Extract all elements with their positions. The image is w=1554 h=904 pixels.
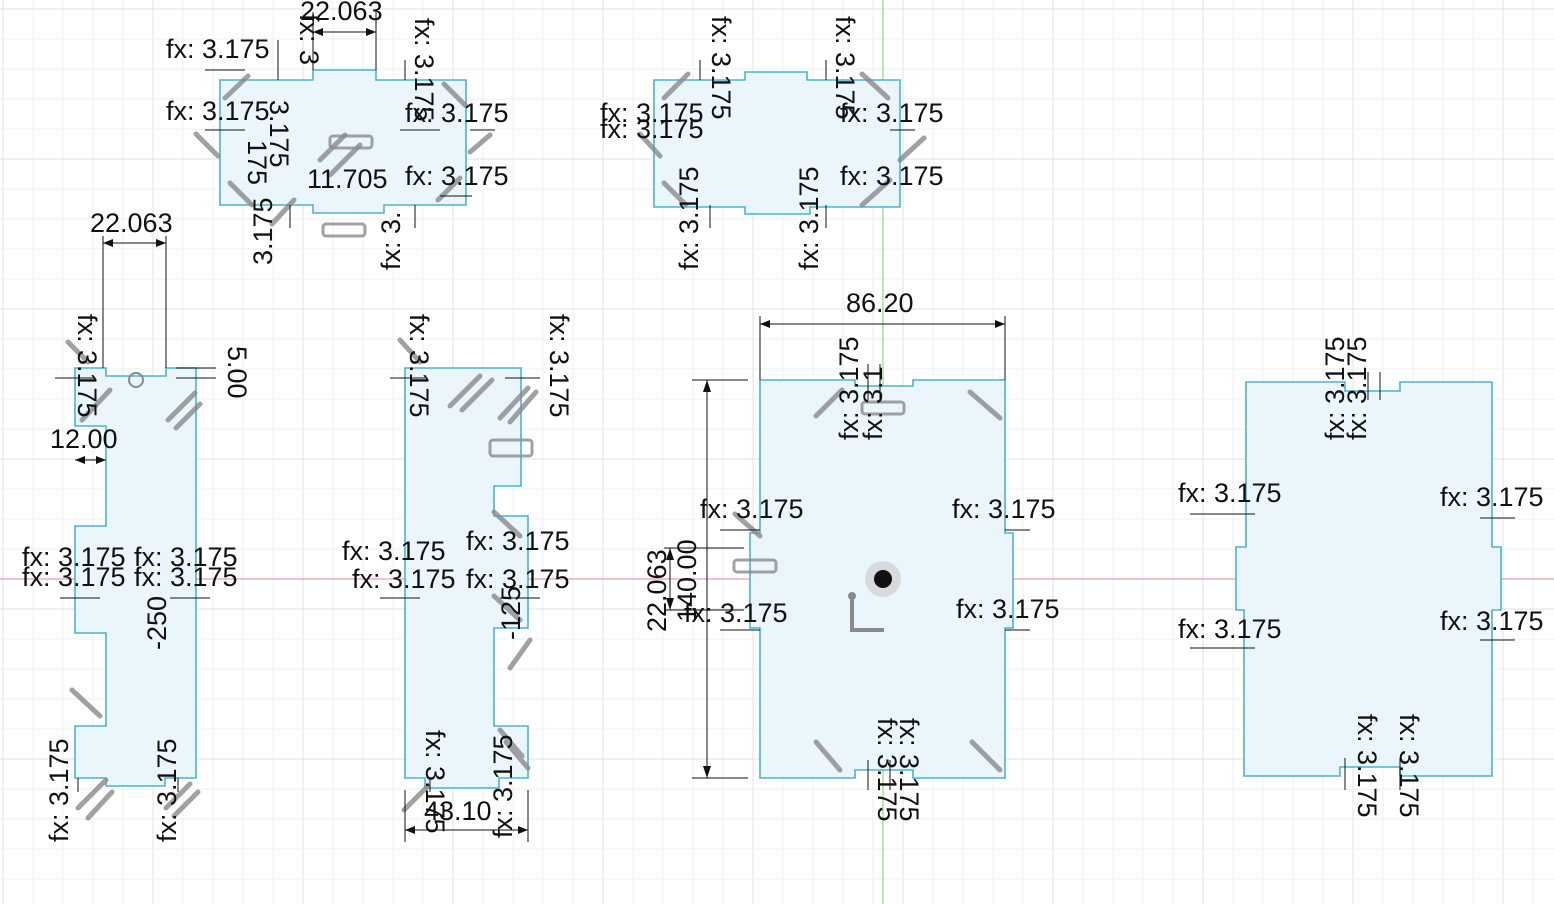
origin-point-icon[interactable] — [865, 561, 901, 597]
dim-fx-vertical[interactable]: fx: 3.175 — [674, 166, 704, 270]
dim-top-left-width[interactable]: 22.063 — [300, 0, 383, 26]
dim-fx-label[interactable]: fx: 3.175 — [956, 594, 1060, 624]
dim-fx-label[interactable]: fx: 3.175 — [1440, 482, 1544, 512]
dim-fx-vertical[interactable]: fx: 3.175 — [894, 718, 924, 822]
dim-fx-vertical[interactable]: fx: 3.175 — [72, 314, 102, 418]
dim-fx-vertical[interactable]: fx: 3. — [376, 211, 406, 270]
dim-fx-label[interactable]: fx: 3.175 — [600, 98, 704, 128]
dim-fx-label[interactable]: fx: 3.175 — [1178, 614, 1282, 644]
dim-fx-label[interactable]: fx: 3.175 — [134, 542, 238, 572]
dim-fragment[interactable]: 175 — [242, 140, 272, 185]
dim-fx-vertical[interactable]: fx: 3.175 — [420, 730, 450, 834]
dim-fx-vertical[interactable]: fx: 3.175 — [1394, 714, 1424, 818]
sketch-axis-icon — [850, 596, 884, 632]
dim-fx-label[interactable]: fx: 3.175 — [952, 494, 1056, 524]
dim-fx-label[interactable]: fx: 3.175 — [1440, 606, 1544, 636]
dim-fx-vertical[interactable]: fx: 3.1 — [858, 366, 888, 440]
dim-fx-vertical[interactable]: fx: 3.175 — [872, 718, 902, 822]
dimension-arrows — [75, 28, 1005, 834]
dim-center-width[interactable]: 86.20 — [846, 288, 914, 318]
dim-fx-label[interactable]: fx: 3.175 — [352, 564, 456, 594]
dim-fx-label[interactable]: fx: 3.175 — [134, 562, 238, 592]
dim-fx-label[interactable]: fx: 3.175 — [840, 161, 944, 191]
dim-fx-vertical[interactable]: fx: 3.175 — [834, 336, 864, 440]
dim-fx-label[interactable]: fx: 3.175 — [166, 96, 270, 126]
dim-fx-label[interactable]: fx: 3.175 — [22, 562, 126, 592]
dim-fx-vertical[interactable]: fx: 3.175 — [1342, 336, 1372, 440]
dim-fx-label[interactable]: fx: 3.175 — [600, 114, 704, 144]
part-right[interactable] — [1235, 381, 1502, 777]
dim-fx-vertical[interactable]: fx: 3.175 — [409, 18, 439, 122]
dim-fx-vertical[interactable]: fx: 3.175 — [830, 16, 860, 120]
dim-fx-vertical[interactable]: fx: 3.175 — [152, 738, 182, 842]
dim-fx-label[interactable]: fx: 3.175 — [1178, 478, 1282, 508]
dim-fx-label[interactable]: fx: 3.175 — [405, 98, 509, 128]
dimension-lines — [55, 12, 1515, 842]
dim-fx-vertical[interactable]: fx: 3.175 — [544, 314, 574, 418]
dim-top-left-center[interactable]: 11.705 — [307, 164, 388, 194]
dim-fx-vertical[interactable]: fx: 3.175 — [404, 314, 434, 418]
dim-fx-label[interactable]: fx: 3.175 — [166, 34, 270, 64]
dim-fx-vertical[interactable]: fx: 3.175 — [488, 734, 518, 838]
dim-fx-label[interactable]: fx: 3.175 — [342, 536, 446, 566]
dimension-texts: 22.063 fx: 3.175 fx: 3.175 fx: 3.175 fx:… — [22, 0, 1544, 842]
dim-center-height[interactable]: 140.00 — [672, 539, 702, 622]
dim-fx-vertical[interactable]: fx: 3.175 — [44, 738, 74, 842]
dim-fx-vertical[interactable]: fx: 3.175 — [706, 16, 736, 120]
part-top-right[interactable] — [653, 71, 901, 215]
dim-fx-label[interactable]: fx: 3.175 — [22, 542, 126, 572]
dim-fx-vertical[interactable]: fx: 3.175 — [1320, 336, 1350, 440]
dim-fx-label[interactable]: fx: 3.175 — [466, 526, 570, 556]
dim-fx-label[interactable]: fx: 3.175 — [405, 161, 509, 191]
part-middle-tall[interactable] — [404, 367, 529, 789]
dim-center-offset[interactable]: 22.063 — [642, 549, 672, 632]
dim-fx-label[interactable]: fx: 3.175 — [684, 598, 788, 628]
constraint-glyphs — [65, 71, 1003, 821]
dim-left-vertical[interactable]: -250 — [142, 596, 172, 650]
dim-middle-vertical[interactable]: -125 — [496, 586, 526, 640]
dim-fx-vertical[interactable]: fx: 3 — [294, 14, 324, 65]
dim-side-vertical[interactable]: 3.175 — [264, 100, 294, 168]
dim-fx-label[interactable]: fx: 3.175 — [700, 494, 804, 524]
dim-left-notch[interactable]: 12.00 — [50, 424, 118, 454]
dim-middle-bottom[interactable]: 43.10 — [424, 796, 492, 826]
dim-fx-label[interactable]: fx: 3.175 — [466, 564, 570, 594]
dim-left-width[interactable]: 22.063 — [90, 208, 173, 238]
dim-fx-vertical[interactable]: fx: 3.175 — [1352, 714, 1382, 818]
dim-fx-vertical[interactable]: fx: 3.175 — [794, 166, 824, 270]
dim-fx-label[interactable]: fx: 3.175 — [840, 98, 944, 128]
dim-notch-depth[interactable]: 5.00 — [222, 346, 252, 399]
dim-fx-vertical[interactable]: 3.175 — [248, 197, 278, 265]
